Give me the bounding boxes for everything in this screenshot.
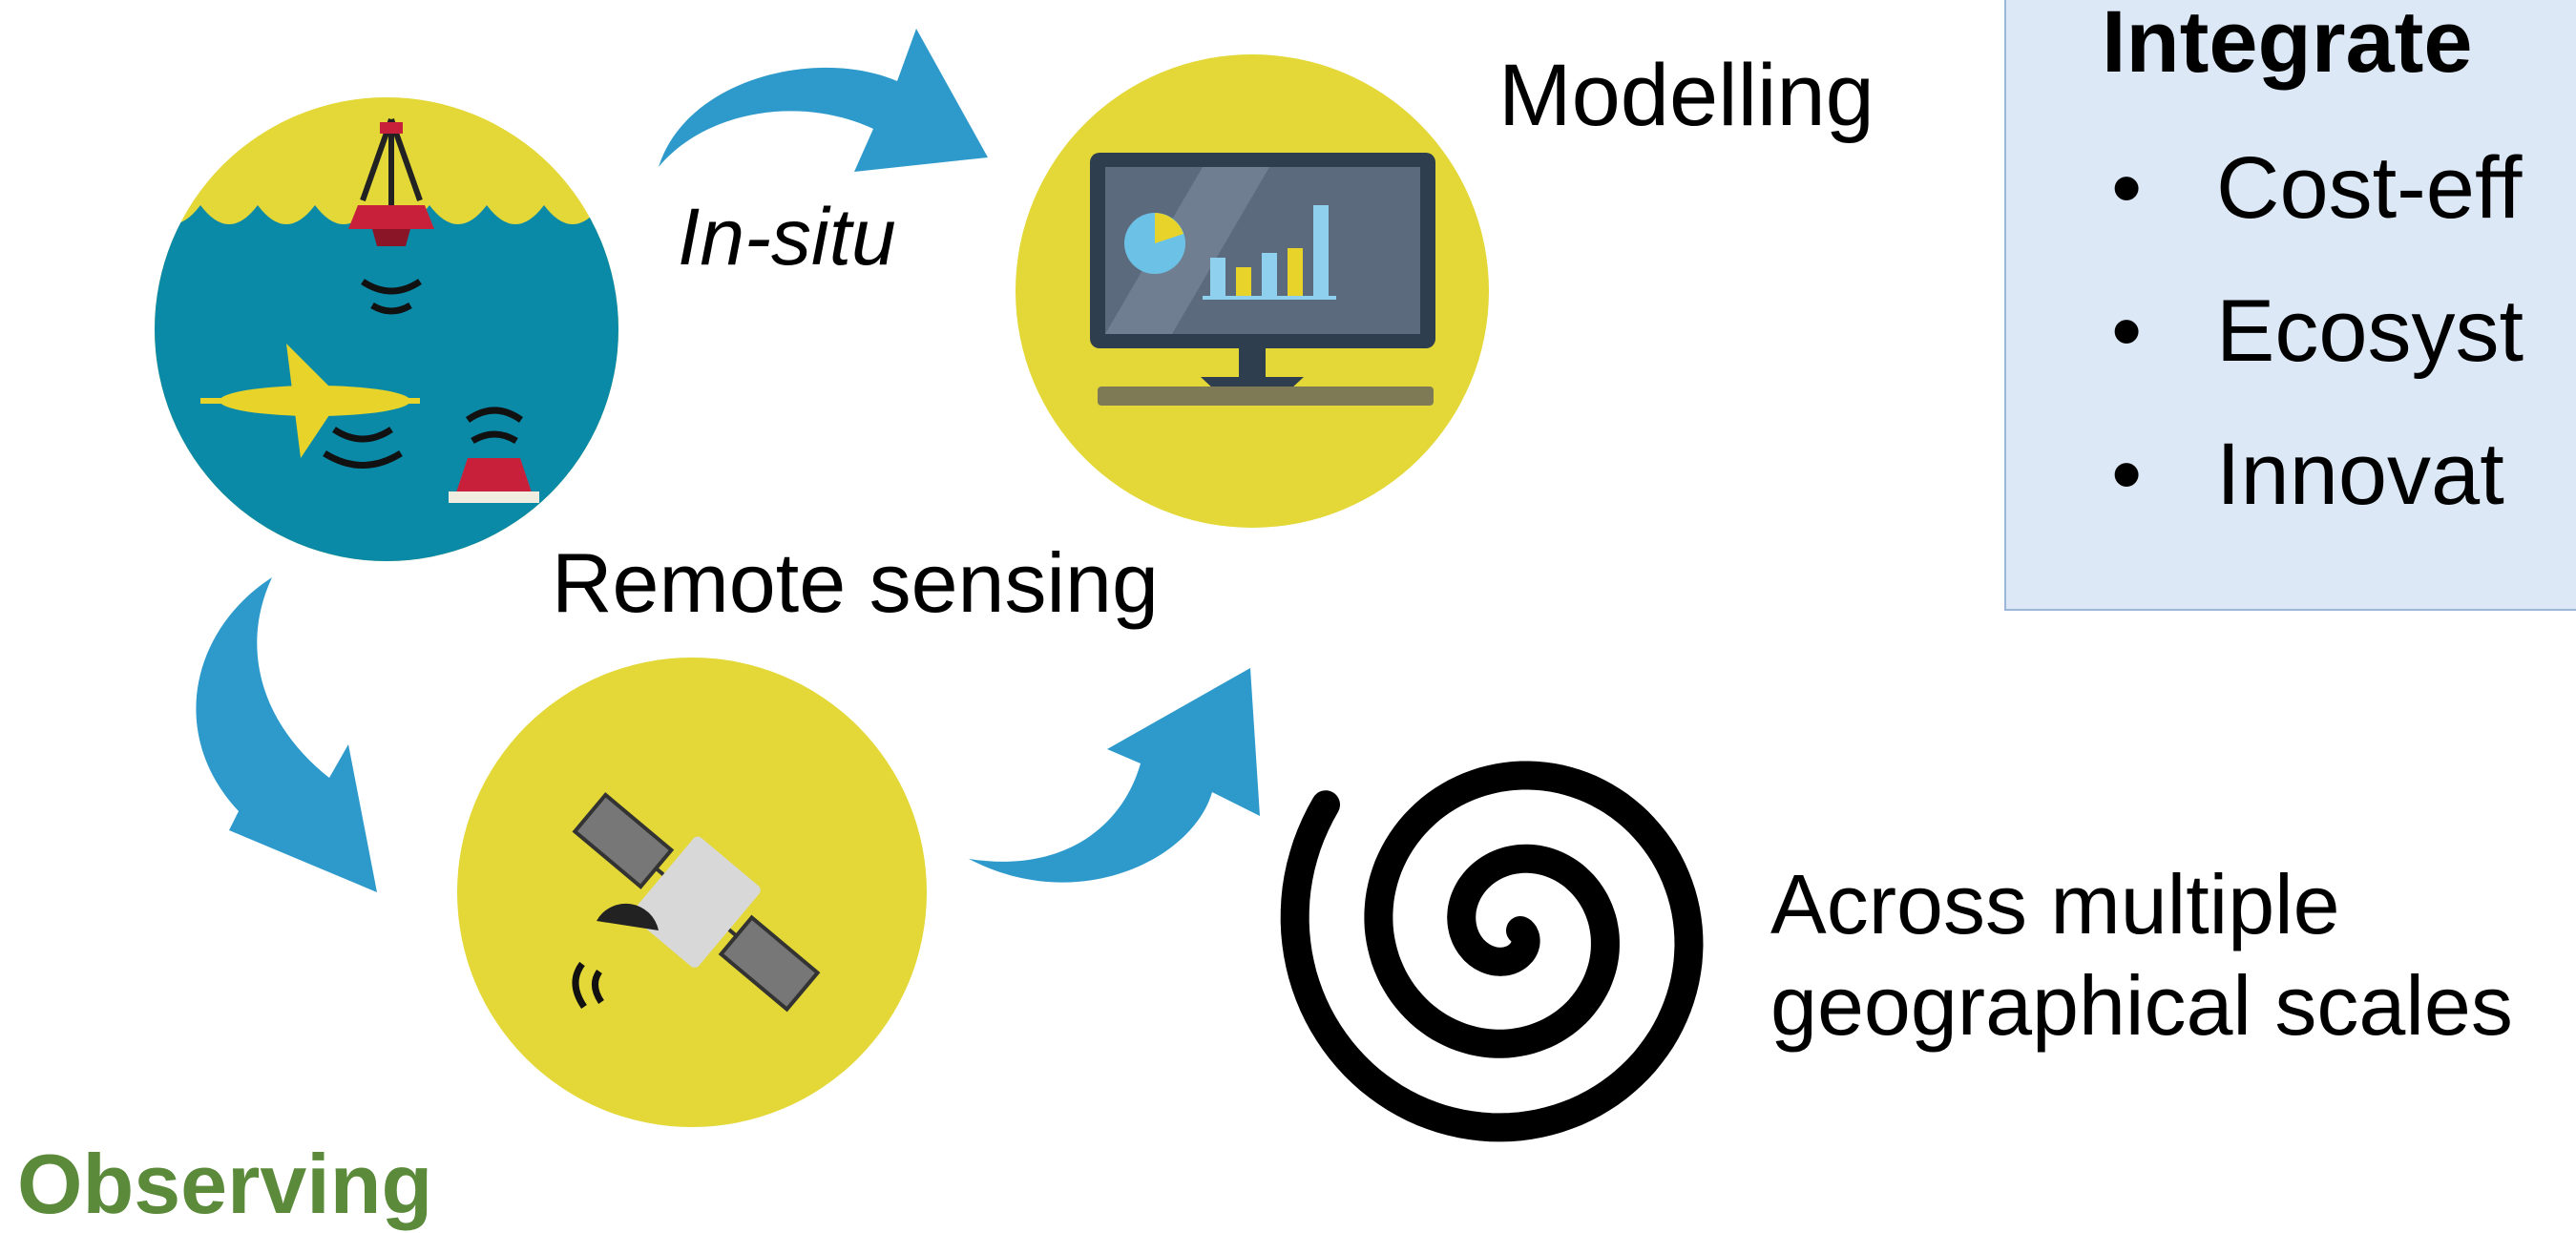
list-item-text: Innovat [2216,426,2504,523]
observing-label: Observing [17,1137,433,1231]
modelling-label: Modelling [1498,47,1874,144]
bullet: • [2111,139,2143,237]
across-scales-label: Across multiple geographical scales [1770,857,2513,1053]
list-item-text: Cost-eff [2216,139,2523,237]
arrow-left-icon [196,577,377,892]
bullet: • [2111,426,2143,523]
satellite-icon [457,658,927,1127]
remote-sensing-label: Remote sensing [552,535,1159,630]
bullet: • [2111,282,2143,380]
panel-title: Integrate [2102,0,2473,91]
monitor-chart-icon [1016,54,1489,528]
arrow-top-icon [659,29,988,172]
spiral-icon [1280,761,1704,1142]
ocean-sensors-icon [155,97,618,561]
in-situ-label: In-situ [678,192,896,282]
list-item-text: Ecosyst [2216,282,2524,380]
integrate-panel: Integrate • Cost-eff • Ecosyst • Innovat [2004,0,2576,611]
arrow-right-icon [969,668,1260,883]
